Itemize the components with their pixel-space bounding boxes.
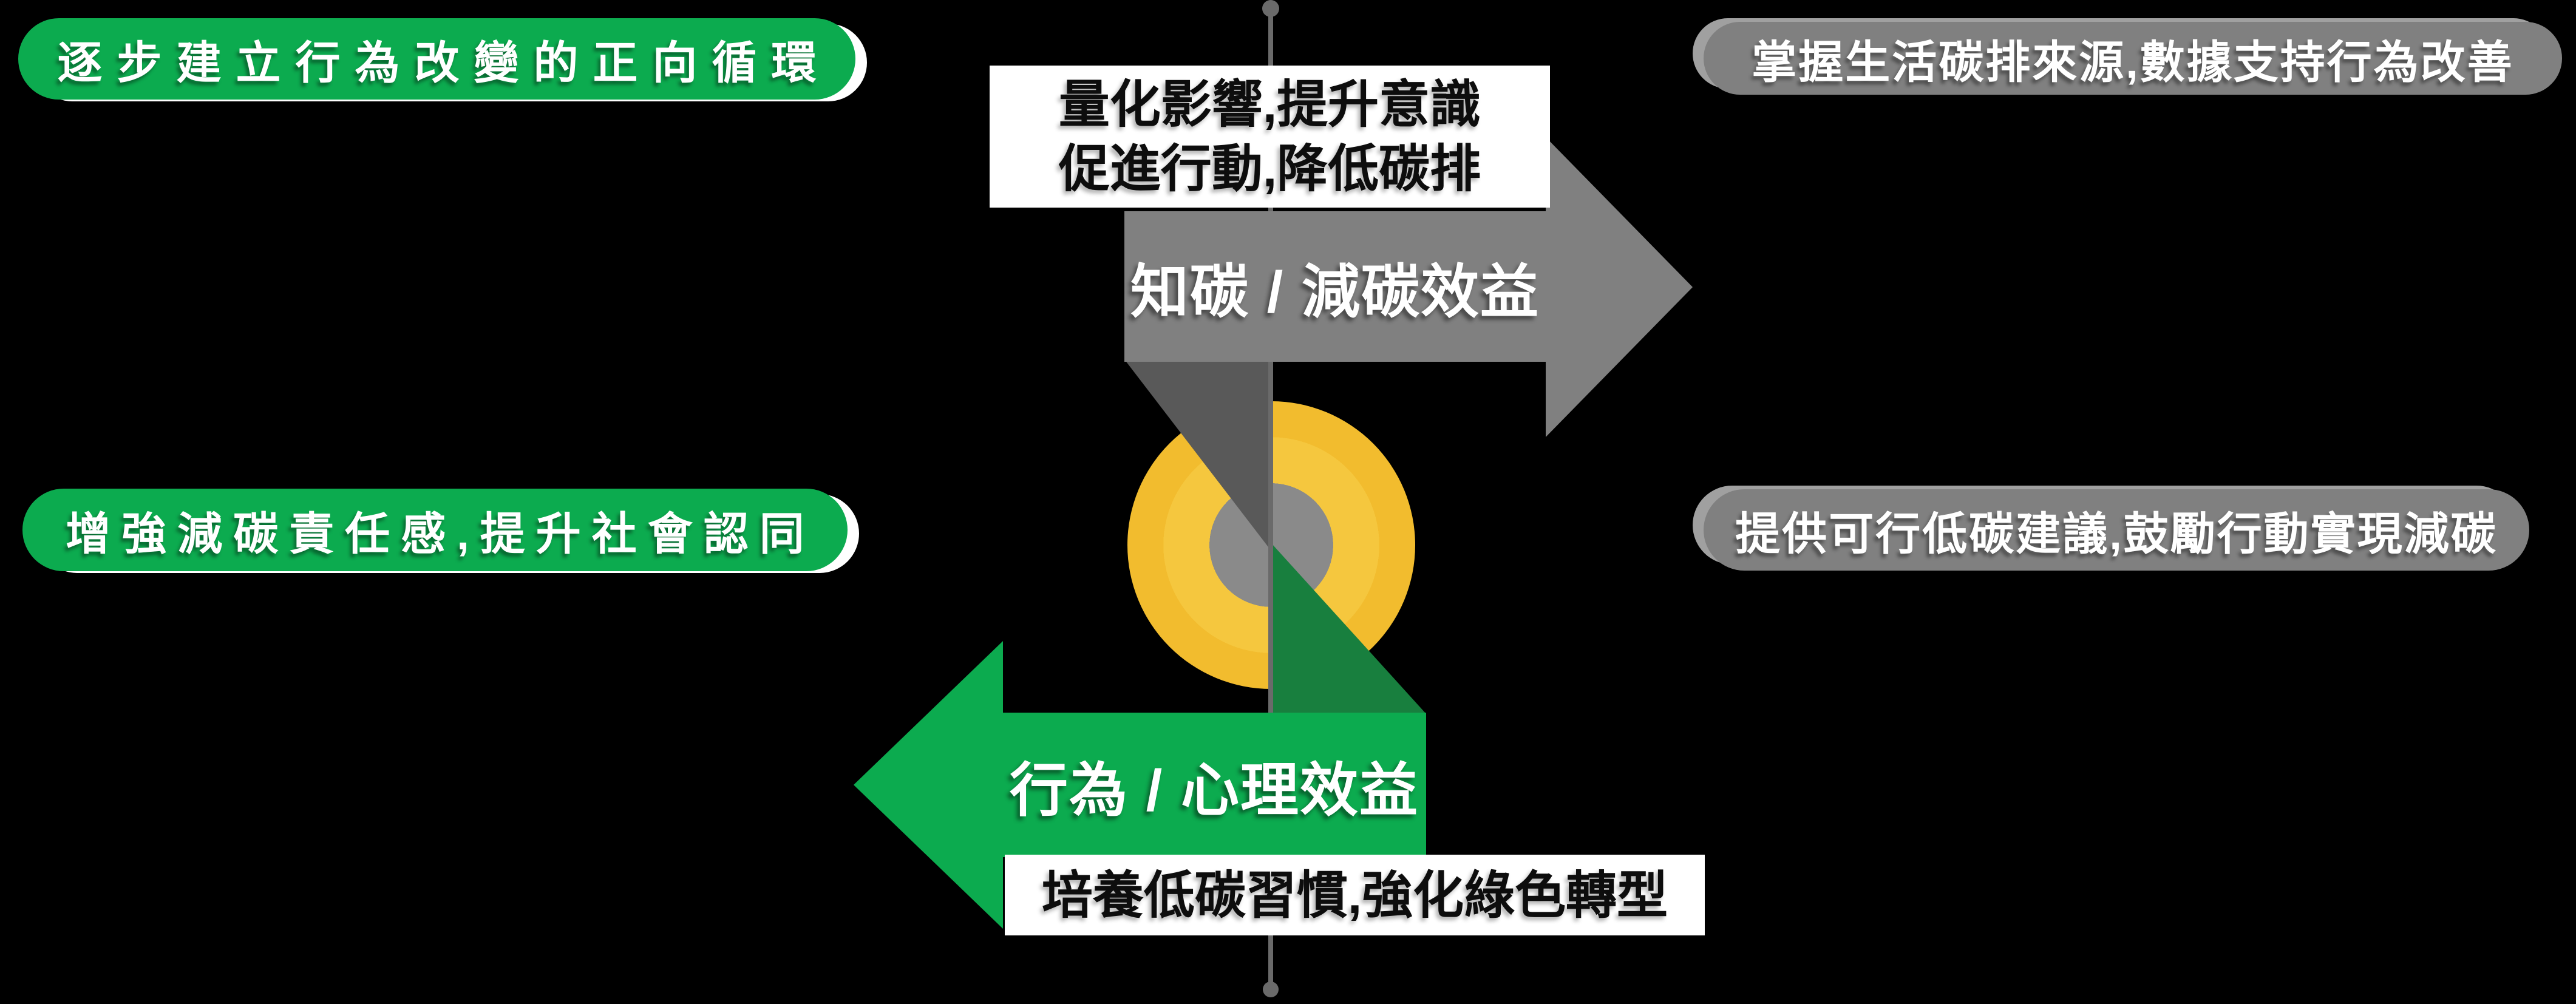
pill-positive-cycle: 逐步建立行為改變的正向循環	[18, 18, 855, 100]
axis-dot-top-icon	[1262, 0, 1279, 17]
gray-arrow-body: 知碳 / 減碳效益	[1124, 211, 1546, 362]
pill-positive-cycle-label: 逐步建立行為改變的正向循環	[57, 37, 831, 88]
pill-low-carbon-advice: 提供可行低碳建議,鼓勵行動實現減碳	[1704, 489, 2529, 571]
note-bottom-text: 培養低碳習慣,強化綠色轉型	[1041, 866, 1668, 924]
note-top-line2: 促進行動,降低碳排	[1058, 140, 1481, 197]
green-arrow-head-icon	[854, 641, 1003, 929]
green-arrow-label: 行為 / 心理效益	[1009, 758, 1419, 823]
green-arrow-body: 行為 / 心理效益	[1002, 713, 1426, 857]
note-bottom-box: 培養低碳習慣,強化綠色轉型	[1005, 855, 1705, 935]
gray-arrow-head-icon	[1546, 137, 1693, 437]
axis-dot-bottom-icon	[1263, 982, 1279, 997]
gray-arrow-label: 知碳 / 減碳效益	[1130, 259, 1540, 325]
axis-line	[1268, 8, 1273, 990]
note-top-box: 量化影響,提升意識 促進行動,降低碳排	[990, 66, 1550, 208]
note-top-line1: 量化影響,提升意識	[1058, 76, 1481, 133]
pill-responsibility-label: 增強減碳責任感,提升社會認同	[66, 508, 815, 559]
pill-responsibility: 增強減碳責任感,提升社會認同	[22, 489, 848, 571]
pill-low-carbon-advice-label: 提供可行低碳建議,鼓勵行動實現減碳	[1735, 508, 2498, 559]
pill-carbon-sources-label: 掌握生活碳排來源,數據支持行為改善	[1752, 36, 2514, 87]
pill-carbon-sources: 掌握生活碳排來源,數據支持行為改善	[1704, 22, 2562, 95]
